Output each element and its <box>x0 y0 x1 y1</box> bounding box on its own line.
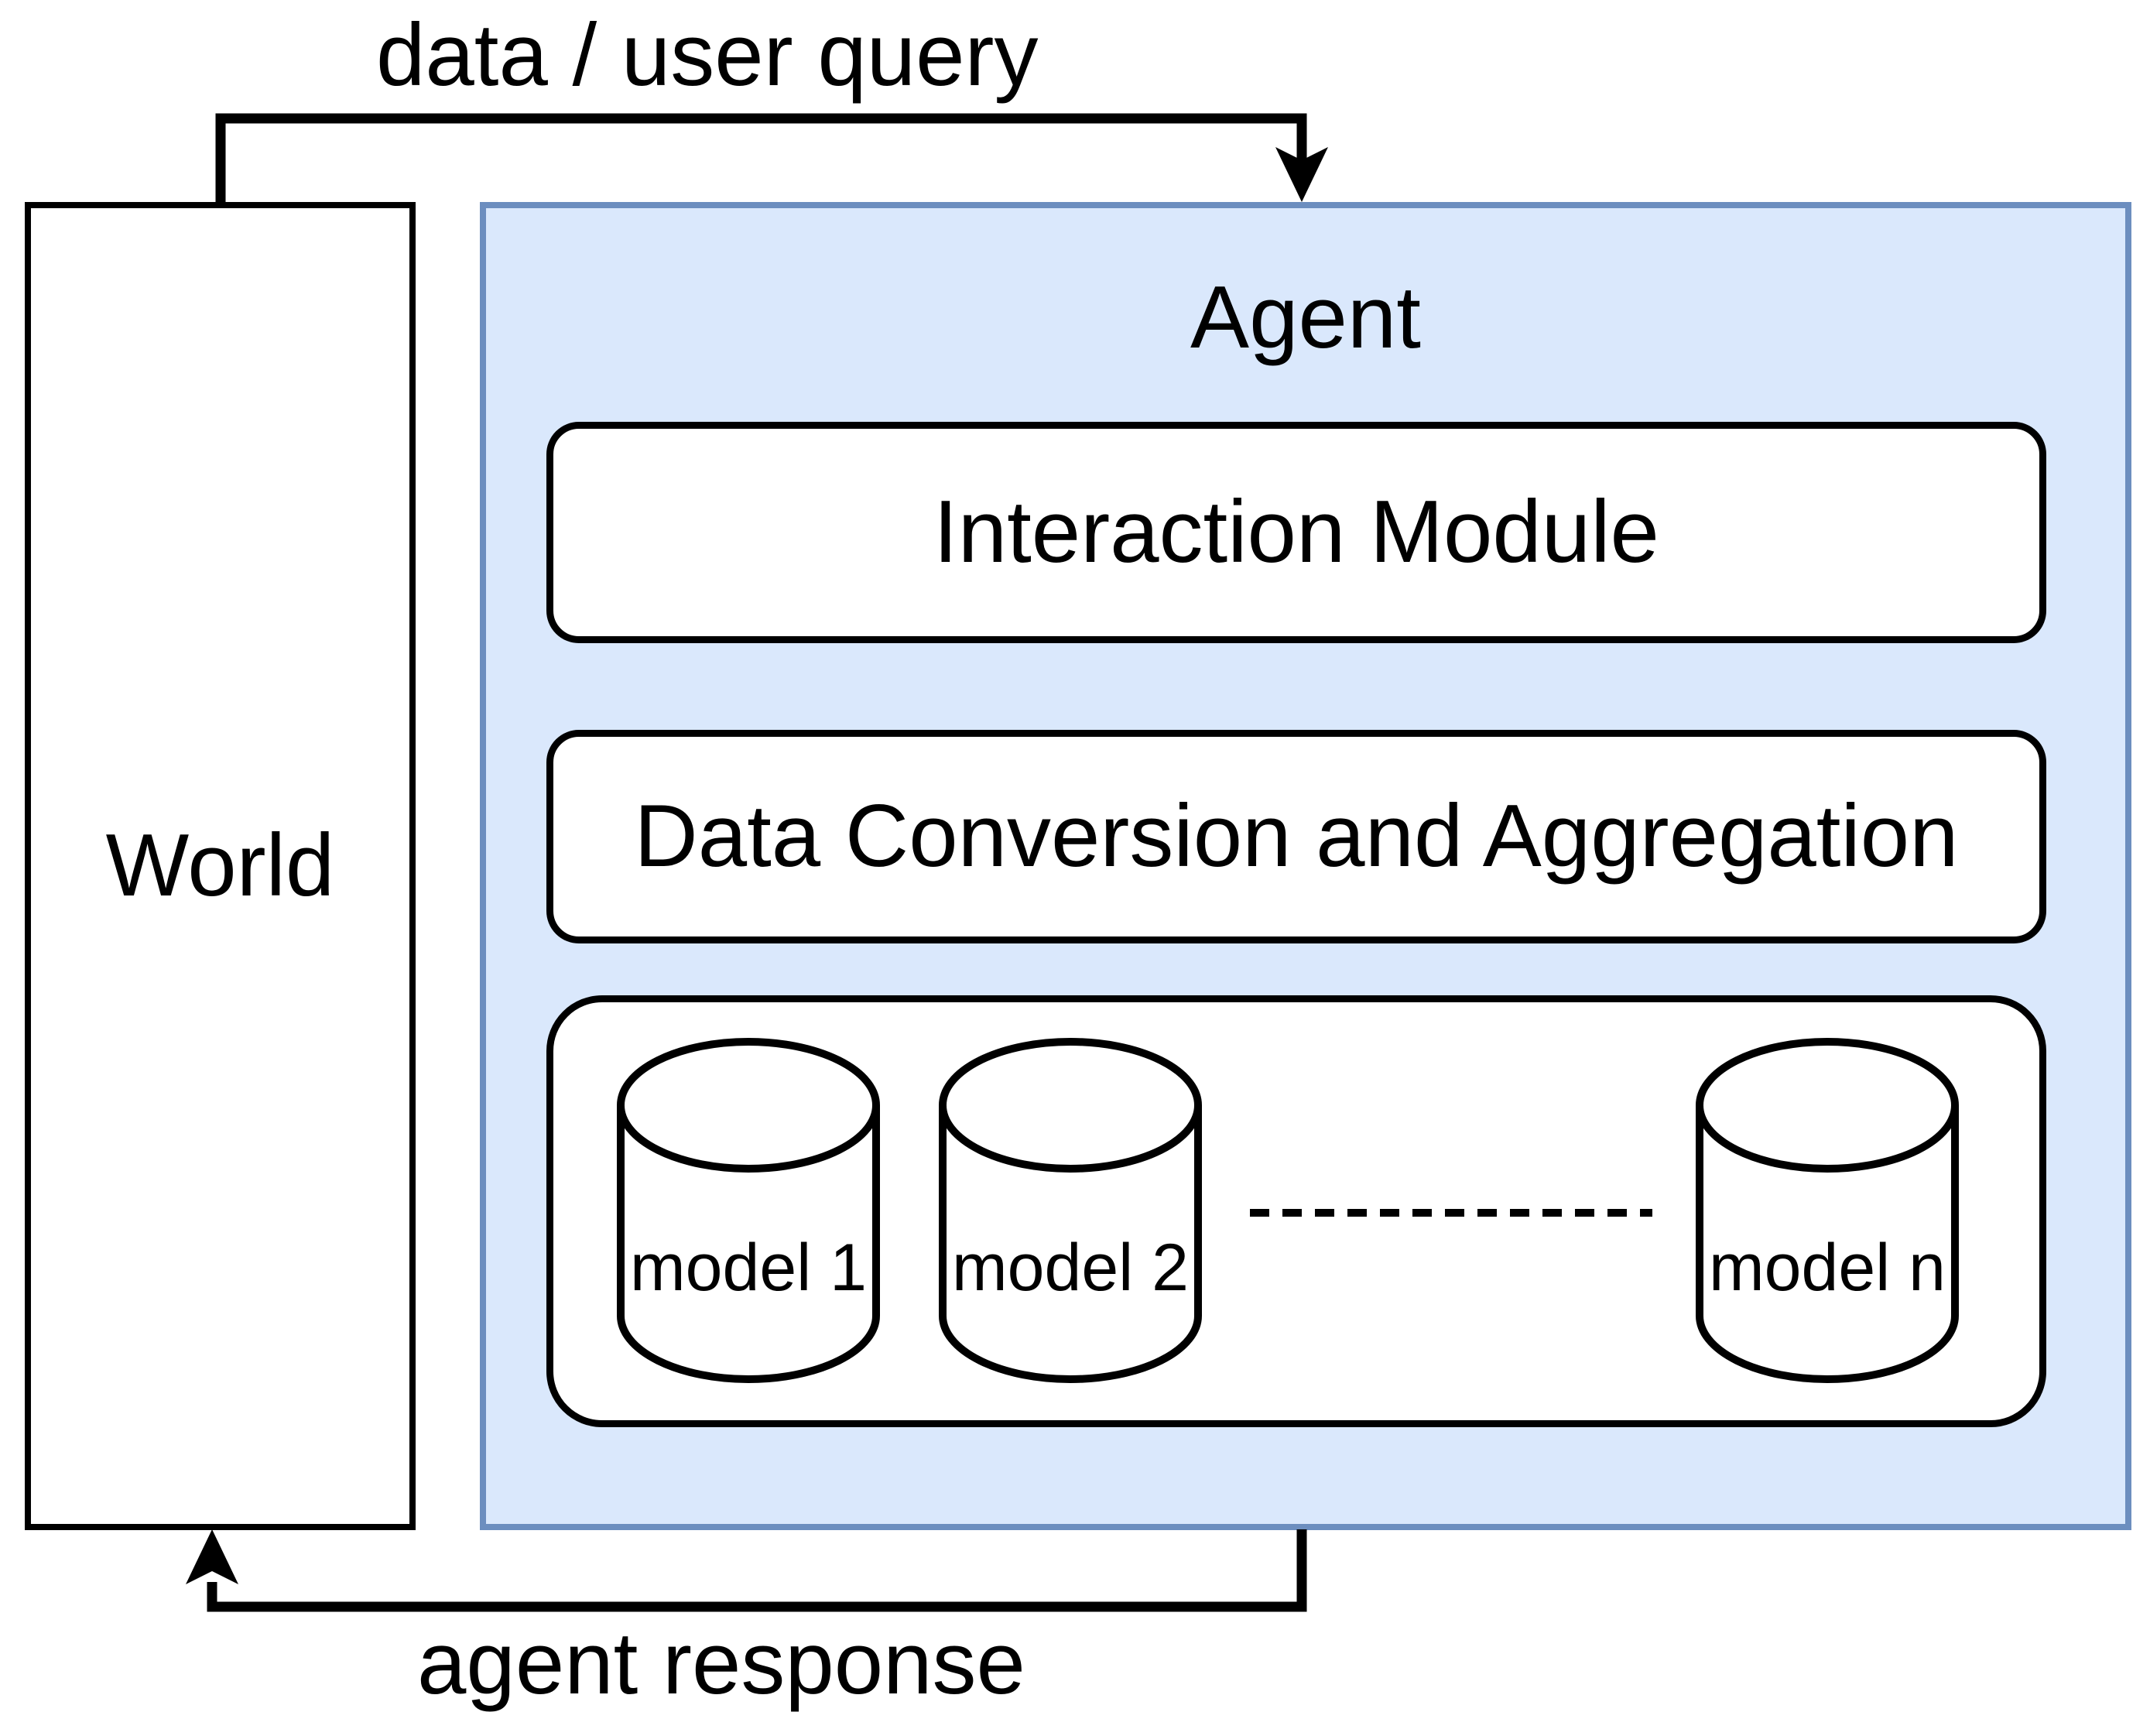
agent-title: Agent <box>1190 269 1421 367</box>
agent-response-label: agent response <box>417 1614 1025 1713</box>
interaction-module-label: Interaction Module <box>933 483 1659 582</box>
data-query-label: data / user query <box>376 6 1039 104</box>
models-box: model 1 model 2 model n <box>546 995 2046 1427</box>
data-query-arrow-line <box>215 113 1307 205</box>
model-1-cylinder: model 1 <box>617 1036 880 1385</box>
database-cylinder-icon <box>939 1038 1202 1383</box>
model-2-label: model 2 <box>952 1231 1189 1305</box>
model-2-cylinder: model 2 <box>939 1036 1202 1385</box>
model-1-label: model 1 <box>630 1231 867 1305</box>
interaction-module-box: Interaction Module <box>546 422 2046 643</box>
model-n-cylinder: model n <box>1696 1036 1959 1385</box>
arrowhead-down-icon <box>1275 147 1328 202</box>
arrowhead-up-icon <box>186 1529 238 1584</box>
world-box: World <box>25 202 416 1530</box>
data-conversion-label: Data Conversion and Aggregation <box>634 787 1959 886</box>
world-label: World <box>105 817 335 916</box>
data-conversion-box: Data Conversion and Aggregation <box>546 730 2046 943</box>
model-n-label: model n <box>1709 1231 1946 1305</box>
database-cylinder-icon <box>1696 1038 1959 1383</box>
ellipsis-dashed-line <box>1250 1209 1652 1217</box>
database-cylinder-icon <box>617 1038 880 1383</box>
agent-box: Agent Interaction Module Data Conversion… <box>480 202 2131 1530</box>
agent-response-arrow-line <box>207 1529 1307 1612</box>
